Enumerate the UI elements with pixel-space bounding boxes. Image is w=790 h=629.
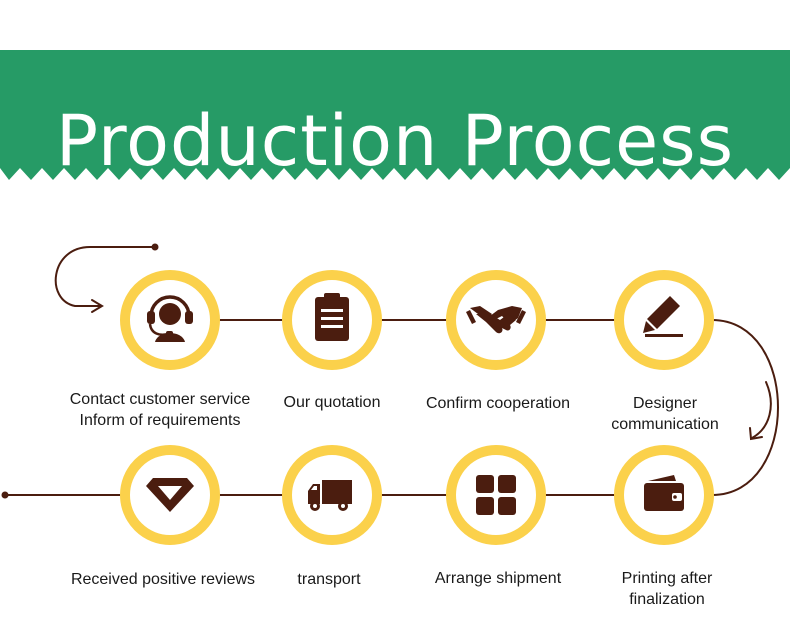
- step-transport: [282, 445, 382, 545]
- step-arrange-shipment: [446, 445, 546, 545]
- connector-4-5: [711, 319, 779, 496]
- handshake-icon: [446, 270, 546, 370]
- headset-icon: [120, 270, 220, 370]
- step-label-shipment: Arrange shipment: [378, 568, 618, 589]
- start-dot: [151, 243, 159, 251]
- step-label-reviews: Received positive reviews: [43, 569, 283, 590]
- step-label-line: communication: [611, 416, 719, 433]
- step-label-printing: Printing after finalization: [547, 568, 787, 610]
- step-contact-customer-service: [120, 270, 220, 370]
- wallet-icon: [614, 445, 714, 545]
- step-label-line: Designer: [632, 395, 698, 412]
- connector-start: [54, 246, 156, 307]
- step-label-line: transport: [297, 571, 361, 588]
- step-printing-after-finalization: [614, 445, 714, 545]
- pencil-icon: [614, 270, 714, 370]
- step-received-positive-reviews: [120, 445, 220, 545]
- curve-arrow-line: [751, 381, 772, 439]
- step-label-line: Printing after: [621, 570, 713, 587]
- step-label-designer: Designer communication: [545, 393, 785, 435]
- step-confirm-cooperation: [446, 270, 546, 370]
- start-arrow-icon: [91, 299, 104, 313]
- step-our-quotation: [282, 270, 382, 370]
- truck-icon: [282, 445, 382, 545]
- header-banner: Production Process: [0, 50, 790, 182]
- step-label-transport: transport: [209, 569, 449, 590]
- boxes-icon: [446, 445, 546, 545]
- step-label-line: Contact customer service: [69, 391, 251, 408]
- step-label-line: finalization: [629, 591, 705, 608]
- step-label-contact: Contact customer service Inform of requi…: [40, 389, 280, 431]
- step-label-line: Arrange shipment: [434, 570, 562, 587]
- clipboard-icon: [282, 270, 382, 370]
- banner-background: [0, 50, 790, 180]
- step-label-line: Inform of requirements: [79, 412, 241, 429]
- step-designer-communication: [614, 270, 714, 370]
- curve-arrow-icon: [749, 427, 763, 441]
- step-label-line: Our quotation: [283, 394, 381, 411]
- step-label-line: Confirm cooperation: [425, 395, 571, 412]
- end-dot: [1, 491, 9, 499]
- step-label-confirm: Confirm cooperation: [378, 393, 618, 414]
- step-label-line: Received positive reviews: [70, 571, 256, 588]
- step-label-quotation: Our quotation: [212, 392, 452, 413]
- page-title: Production Process: [55, 100, 735, 182]
- diamond-icon: [120, 445, 220, 545]
